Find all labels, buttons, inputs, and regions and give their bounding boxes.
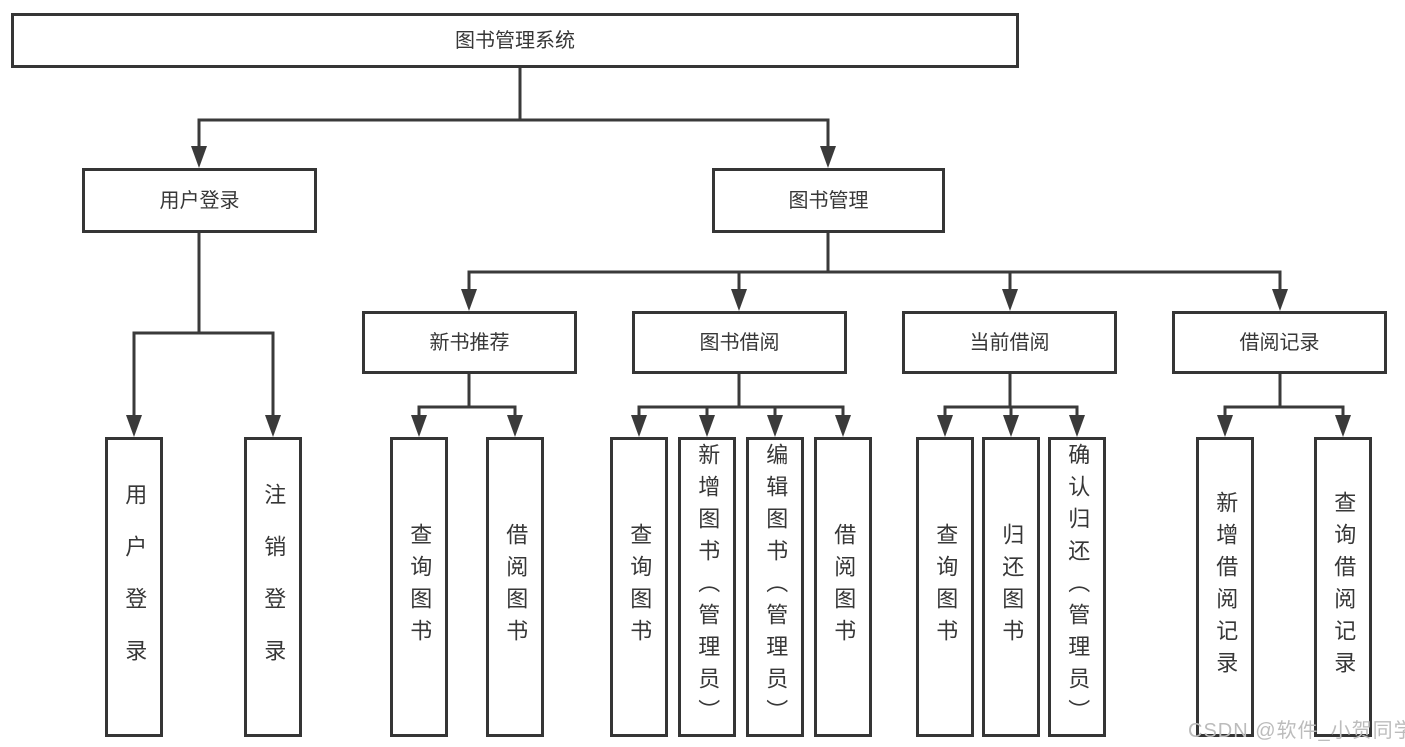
node-logout-label: 注销登录 [261,483,287,691]
node-root: 图书管理系统 [11,13,1019,68]
watermark: CSDN @软件_小贺同学 [1188,720,1405,742]
connector-current-borrow-children [937,374,1085,437]
node-borrow-records: 借阅记录 [1172,311,1387,374]
node-user-login: 用户登录 [82,168,317,233]
node-edit-books-admin-label: 编辑图书（管理员） [763,443,789,731]
node-book-management: 图书管理 [712,168,945,233]
node-query-books-current-label: 查询图书 [933,523,959,651]
node-add-borrow-record-label: 新增借阅记录 [1213,491,1239,683]
connector-borrow-records-children [1217,374,1351,437]
connector-book-management-children [461,233,1288,311]
node-query-books-recommend-label: 查询图书 [407,523,433,651]
node-add-borrow-record: 新增借阅记录 [1196,437,1254,737]
node-add-books-admin-label: 新增图书（管理员） [695,443,721,731]
node-edit-books-admin: 编辑图书（管理员） [746,437,804,737]
node-return-books: 归还图书 [982,437,1040,737]
node-confirm-return-admin: 确认归还（管理员） [1048,437,1106,737]
connector-root-to-level2 [191,68,836,168]
node-borrow-books-leaf-label: 借阅图书 [831,523,857,651]
node-new-book-recommend-label: 新书推荐 [429,331,510,354]
node-user-login-leaf: 用户登录 [105,437,163,737]
node-confirm-return-admin-label: 确认归还（管理员） [1065,443,1091,731]
node-borrow-books-recommend: 借阅图书 [486,437,544,737]
node-query-books-current: 查询图书 [916,437,974,737]
node-borrow-records-label: 借阅记录 [1239,331,1320,354]
node-logout: 注销登录 [244,437,302,737]
node-book-borrow-label: 图书借阅 [699,331,780,354]
node-query-borrow-record-label: 查询借阅记录 [1331,491,1357,683]
node-add-books-admin: 新增图书（管理员） [678,437,736,737]
node-new-book-recommend: 新书推荐 [362,311,577,374]
node-book-management-label: 图书管理 [788,189,869,212]
node-return-books-label: 归还图书 [999,523,1025,651]
node-query-books-borrow: 查询图书 [610,437,668,737]
node-book-borrow: 图书借阅 [632,311,847,374]
connector-new-book-recommend-children [411,374,523,437]
node-root-label: 图书管理系统 [455,29,575,52]
node-query-borrow-record: 查询借阅记录 [1314,437,1372,737]
node-current-borrow-label: 当前借阅 [969,331,1050,354]
node-borrow-books-leaf: 借阅图书 [814,437,872,737]
connector-book-borrow-children [631,374,851,437]
node-user-login-label: 用户登录 [159,189,240,212]
node-current-borrow: 当前借阅 [902,311,1117,374]
connector-user-login-children [126,233,281,437]
node-query-books-borrow-label: 查询图书 [627,523,653,651]
node-borrow-books-recommend-label: 借阅图书 [503,523,529,651]
node-query-books-recommend: 查询图书 [390,437,448,737]
node-user-login-leaf-label: 用户登录 [122,483,148,691]
